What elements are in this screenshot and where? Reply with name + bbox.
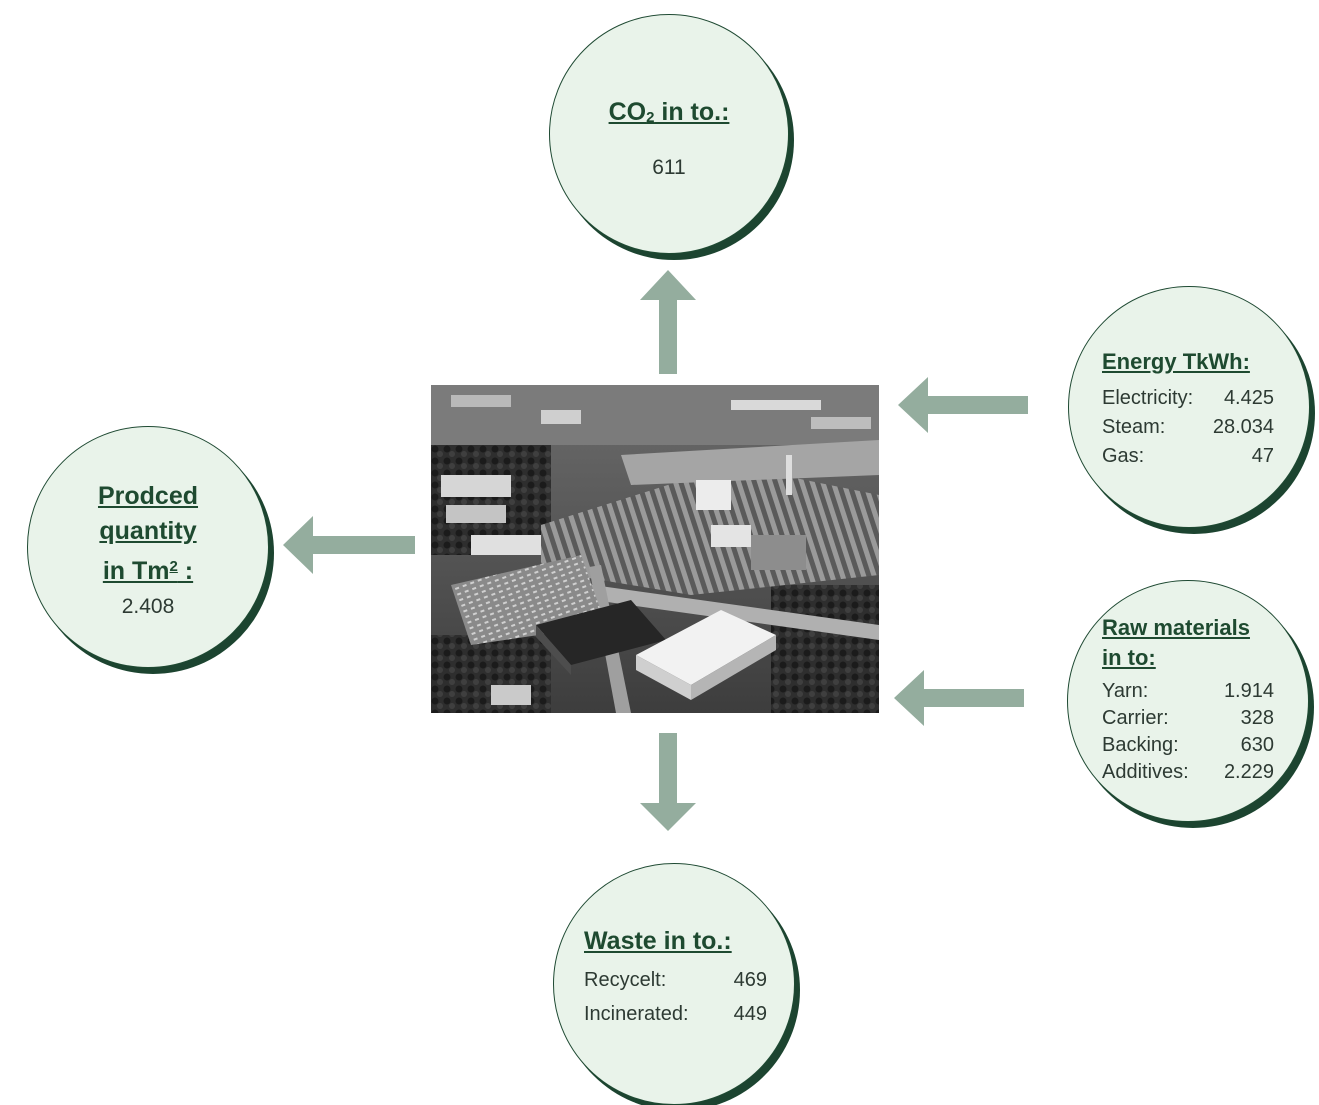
raw-materials-row-yarn: Yarn: 1.914 — [1102, 680, 1274, 702]
arrow-up-icon — [640, 270, 696, 374]
aerial-factory-photo — [431, 385, 879, 713]
energy-circle: Energy TkWh: Electricity: 4.425 Steam: 2… — [1068, 286, 1310, 528]
co2-value: 611 — [652, 156, 686, 179]
energy-rows: Electricity: 4.425 Steam: 28.034 Gas: 47 — [1102, 384, 1274, 471]
energy-row-gas: Gas: 47 — [1102, 445, 1274, 467]
co2-circle: CO2 in to.: 611 — [549, 14, 789, 254]
arrow-left-to-produced-icon — [283, 516, 415, 574]
waste-row-recycelt: Recycelt: 469 — [584, 969, 767, 991]
produced-quantity-circle: Prodced quantity in Tm2 : 2.408 — [27, 426, 269, 668]
raw-materials-circle: Raw materials in to: Yarn: 1.914 Carrier… — [1067, 580, 1309, 822]
energy-row-steam: Steam: 28.034 — [1102, 416, 1274, 438]
waste-row-incinerated: Incinerated: 449 — [584, 1003, 767, 1025]
raw-materials-rows: Yarn: 1.914 Carrier: 328 Backing: 630 Ad… — [1102, 678, 1274, 786]
arrow-down-icon — [640, 733, 696, 831]
raw-materials-title: Raw materials in to: — [1102, 615, 1250, 670]
arrow-left-from-raw-materials-icon — [894, 670, 1024, 726]
energy-row-electricity: Electricity: 4.425 — [1102, 387, 1274, 409]
waste-circle: Waste in to.: Recycelt: 469 Incinerated:… — [553, 863, 795, 1105]
energy-title: Energy TkWh: — [1102, 349, 1250, 374]
raw-materials-row-carrier: Carrier: 328 — [1102, 707, 1274, 729]
raw-materials-row-additives: Additives: 2.229 — [1102, 761, 1274, 783]
raw-materials-row-backing: Backing: 630 — [1102, 734, 1274, 756]
waste-rows: Recycelt: 469 Incinerated: 449 — [584, 963, 767, 1031]
arrow-left-from-energy-icon — [898, 377, 1028, 433]
waste-title: Waste in to.: — [584, 927, 732, 955]
produced-quantity-value: 2.408 — [121, 595, 175, 618]
produced-quantity-title: Prodced quantity in Tm2 : — [97, 482, 199, 585]
co2-title: CO2 in to.: — [608, 98, 730, 126]
